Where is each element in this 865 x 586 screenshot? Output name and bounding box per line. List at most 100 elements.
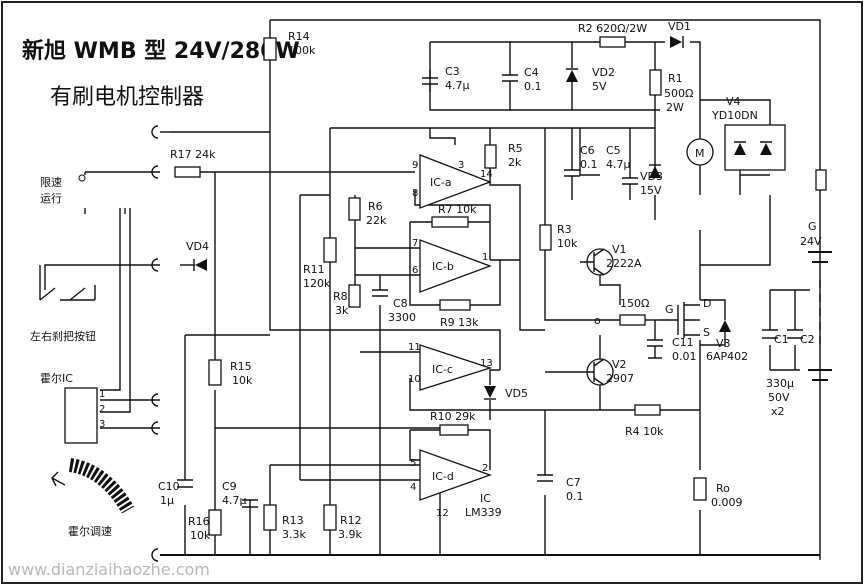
c3-label: C3	[445, 65, 460, 78]
r15-label: R15	[230, 360, 252, 373]
comparator-ic-a	[419, 154, 492, 209]
hall-throttle-icon	[51, 458, 135, 514]
hall-ic-label: 霍尔IC	[40, 372, 73, 385]
r4-label: R4 10k	[625, 425, 664, 438]
pin-c-13: 13	[480, 358, 493, 369]
ro-label: Ro	[716, 482, 730, 495]
r14-value: 100k	[288, 44, 316, 57]
speed-limit-label-1: 限速	[40, 176, 62, 189]
c12-value3: x2	[771, 405, 785, 418]
resistor-r1	[649, 69, 662, 96]
comparator-ic-c	[419, 344, 493, 391]
c3-value: 4.7μ	[445, 79, 470, 92]
r3-value: 10k	[557, 237, 578, 250]
r6-label: R6	[368, 200, 383, 213]
capacitor-c9	[242, 499, 258, 508]
resistor-r16	[208, 509, 222, 536]
battery-value: 24V	[800, 235, 822, 248]
r13-value: 3.3k	[282, 528, 306, 541]
resistor-r2	[599, 36, 626, 48]
resistor-ro	[693, 477, 707, 501]
dual-diode-v4	[724, 124, 786, 171]
pin-b-1: 1	[482, 252, 488, 263]
ic-b-label: IC-b	[432, 260, 454, 273]
r14-label: R14	[288, 30, 310, 43]
diode-vd1	[670, 36, 684, 48]
pin-d-12: 12	[436, 508, 449, 519]
vd5-label: VD5	[505, 387, 528, 400]
ro-value: 0.009	[711, 496, 743, 509]
c1-label: C1	[774, 333, 789, 346]
ic-name: IC	[480, 492, 491, 505]
transistor-v1	[580, 248, 614, 276]
r12-value: 3.9k	[338, 528, 362, 541]
c10-label: C10	[158, 480, 180, 493]
capacitor-c3	[422, 70, 438, 92]
vd2-value: 5V	[592, 80, 607, 93]
r2-label: R2 620Ω/2W	[578, 22, 647, 35]
capacitor-c7	[537, 474, 553, 482]
c11-label: C11	[672, 336, 694, 349]
resistor-r14	[263, 37, 277, 61]
resistor-r13	[263, 504, 277, 531]
ic-a-label: IC-a	[430, 176, 452, 189]
c9-label: C9	[222, 480, 237, 493]
capacitor-c11	[647, 339, 663, 359]
pin-c-11: 11	[408, 342, 421, 353]
diode-vd2	[566, 42, 578, 110]
capacitor-c8	[372, 289, 388, 297]
hall-pin-2: 2	[99, 404, 105, 415]
mosfet-d: D	[703, 297, 711, 310]
r16-value: 10k	[190, 529, 211, 542]
mosfet	[660, 302, 700, 338]
resistor-r15	[208, 359, 222, 386]
resistor-r10	[439, 424, 469, 436]
pin-d-4: 4	[410, 482, 416, 493]
hall-pin-1: 1	[99, 389, 105, 400]
r11-label: R11	[303, 263, 325, 276]
vd3-value: 15V	[640, 184, 662, 197]
v1-value: 2222A	[606, 257, 642, 270]
c9-value: 4.7μ	[222, 494, 247, 507]
capacitor-c6	[564, 128, 580, 200]
r1-value: 500Ω	[664, 87, 693, 100]
r13-label: R13	[282, 514, 304, 527]
c4-label: C4	[524, 66, 539, 79]
c7-label: C7	[566, 476, 581, 489]
pin-d-5: 5	[410, 458, 416, 469]
c12-value2: 50V	[768, 391, 790, 404]
r12-label: R12	[340, 514, 362, 527]
c7-value: 0.1	[566, 490, 584, 503]
r8-label: R8	[333, 290, 348, 303]
r7-label: R7 10k	[438, 203, 477, 216]
diode-vd4	[195, 259, 207, 271]
r5-value: 2k	[508, 156, 522, 169]
resistor-r9	[439, 299, 471, 311]
pin-b-7: 7	[412, 238, 418, 249]
r5-label: R5	[508, 142, 523, 155]
resistor-150	[619, 314, 646, 326]
mosfet-s: S	[703, 326, 710, 339]
pin-a-9: 9	[412, 160, 418, 171]
resistor-r17	[174, 166, 201, 178]
capacitor-c4	[502, 42, 518, 110]
c2-label: C2	[800, 333, 815, 346]
hall-speed-label: 霍尔调速	[68, 525, 112, 538]
pin-a-14: 14	[480, 169, 493, 180]
terminals	[78, 125, 159, 562]
pin-b-6: 6	[412, 265, 418, 276]
hall-pin-3: 3	[99, 419, 105, 430]
resistor-r11	[323, 237, 337, 263]
speed-limit-label-2: 运行	[40, 192, 62, 205]
hall-ic-box	[64, 387, 98, 444]
c5-label: C5	[606, 144, 621, 157]
v1-label: V1	[612, 243, 627, 256]
capacitor-c1	[762, 329, 778, 339]
r16-label: R16	[188, 515, 210, 528]
c4-value: 0.1	[524, 80, 542, 93]
transistor-v2	[545, 358, 614, 386]
vd2-label: VD2	[592, 66, 615, 79]
c10-value: 1μ	[160, 494, 174, 507]
